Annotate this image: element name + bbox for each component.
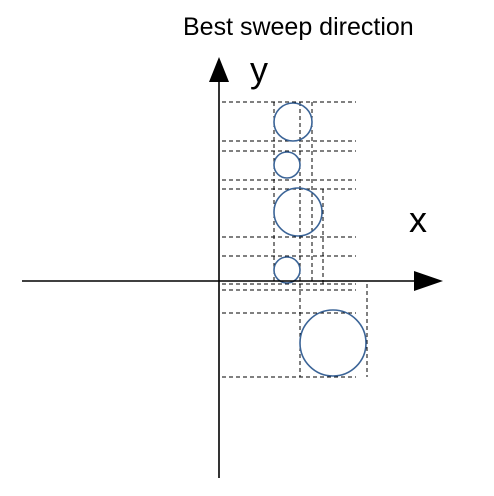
circle-4 <box>273 256 301 284</box>
x-axis-label: x <box>409 199 427 240</box>
y-axis-label: y <box>250 49 268 90</box>
circle-2 <box>273 151 301 179</box>
circles <box>273 102 367 377</box>
axes <box>22 57 443 478</box>
circle-3 <box>273 187 323 237</box>
vertical-guide-lines <box>273 102 368 377</box>
horizontal-guide-lines <box>222 101 356 378</box>
x-axis-arrowhead <box>414 271 443 291</box>
circle-1 <box>273 102 313 142</box>
y-axis-arrowhead <box>209 57 229 82</box>
circle-5 <box>299 309 367 377</box>
diagram-title: Best sweep direction <box>183 13 414 41</box>
